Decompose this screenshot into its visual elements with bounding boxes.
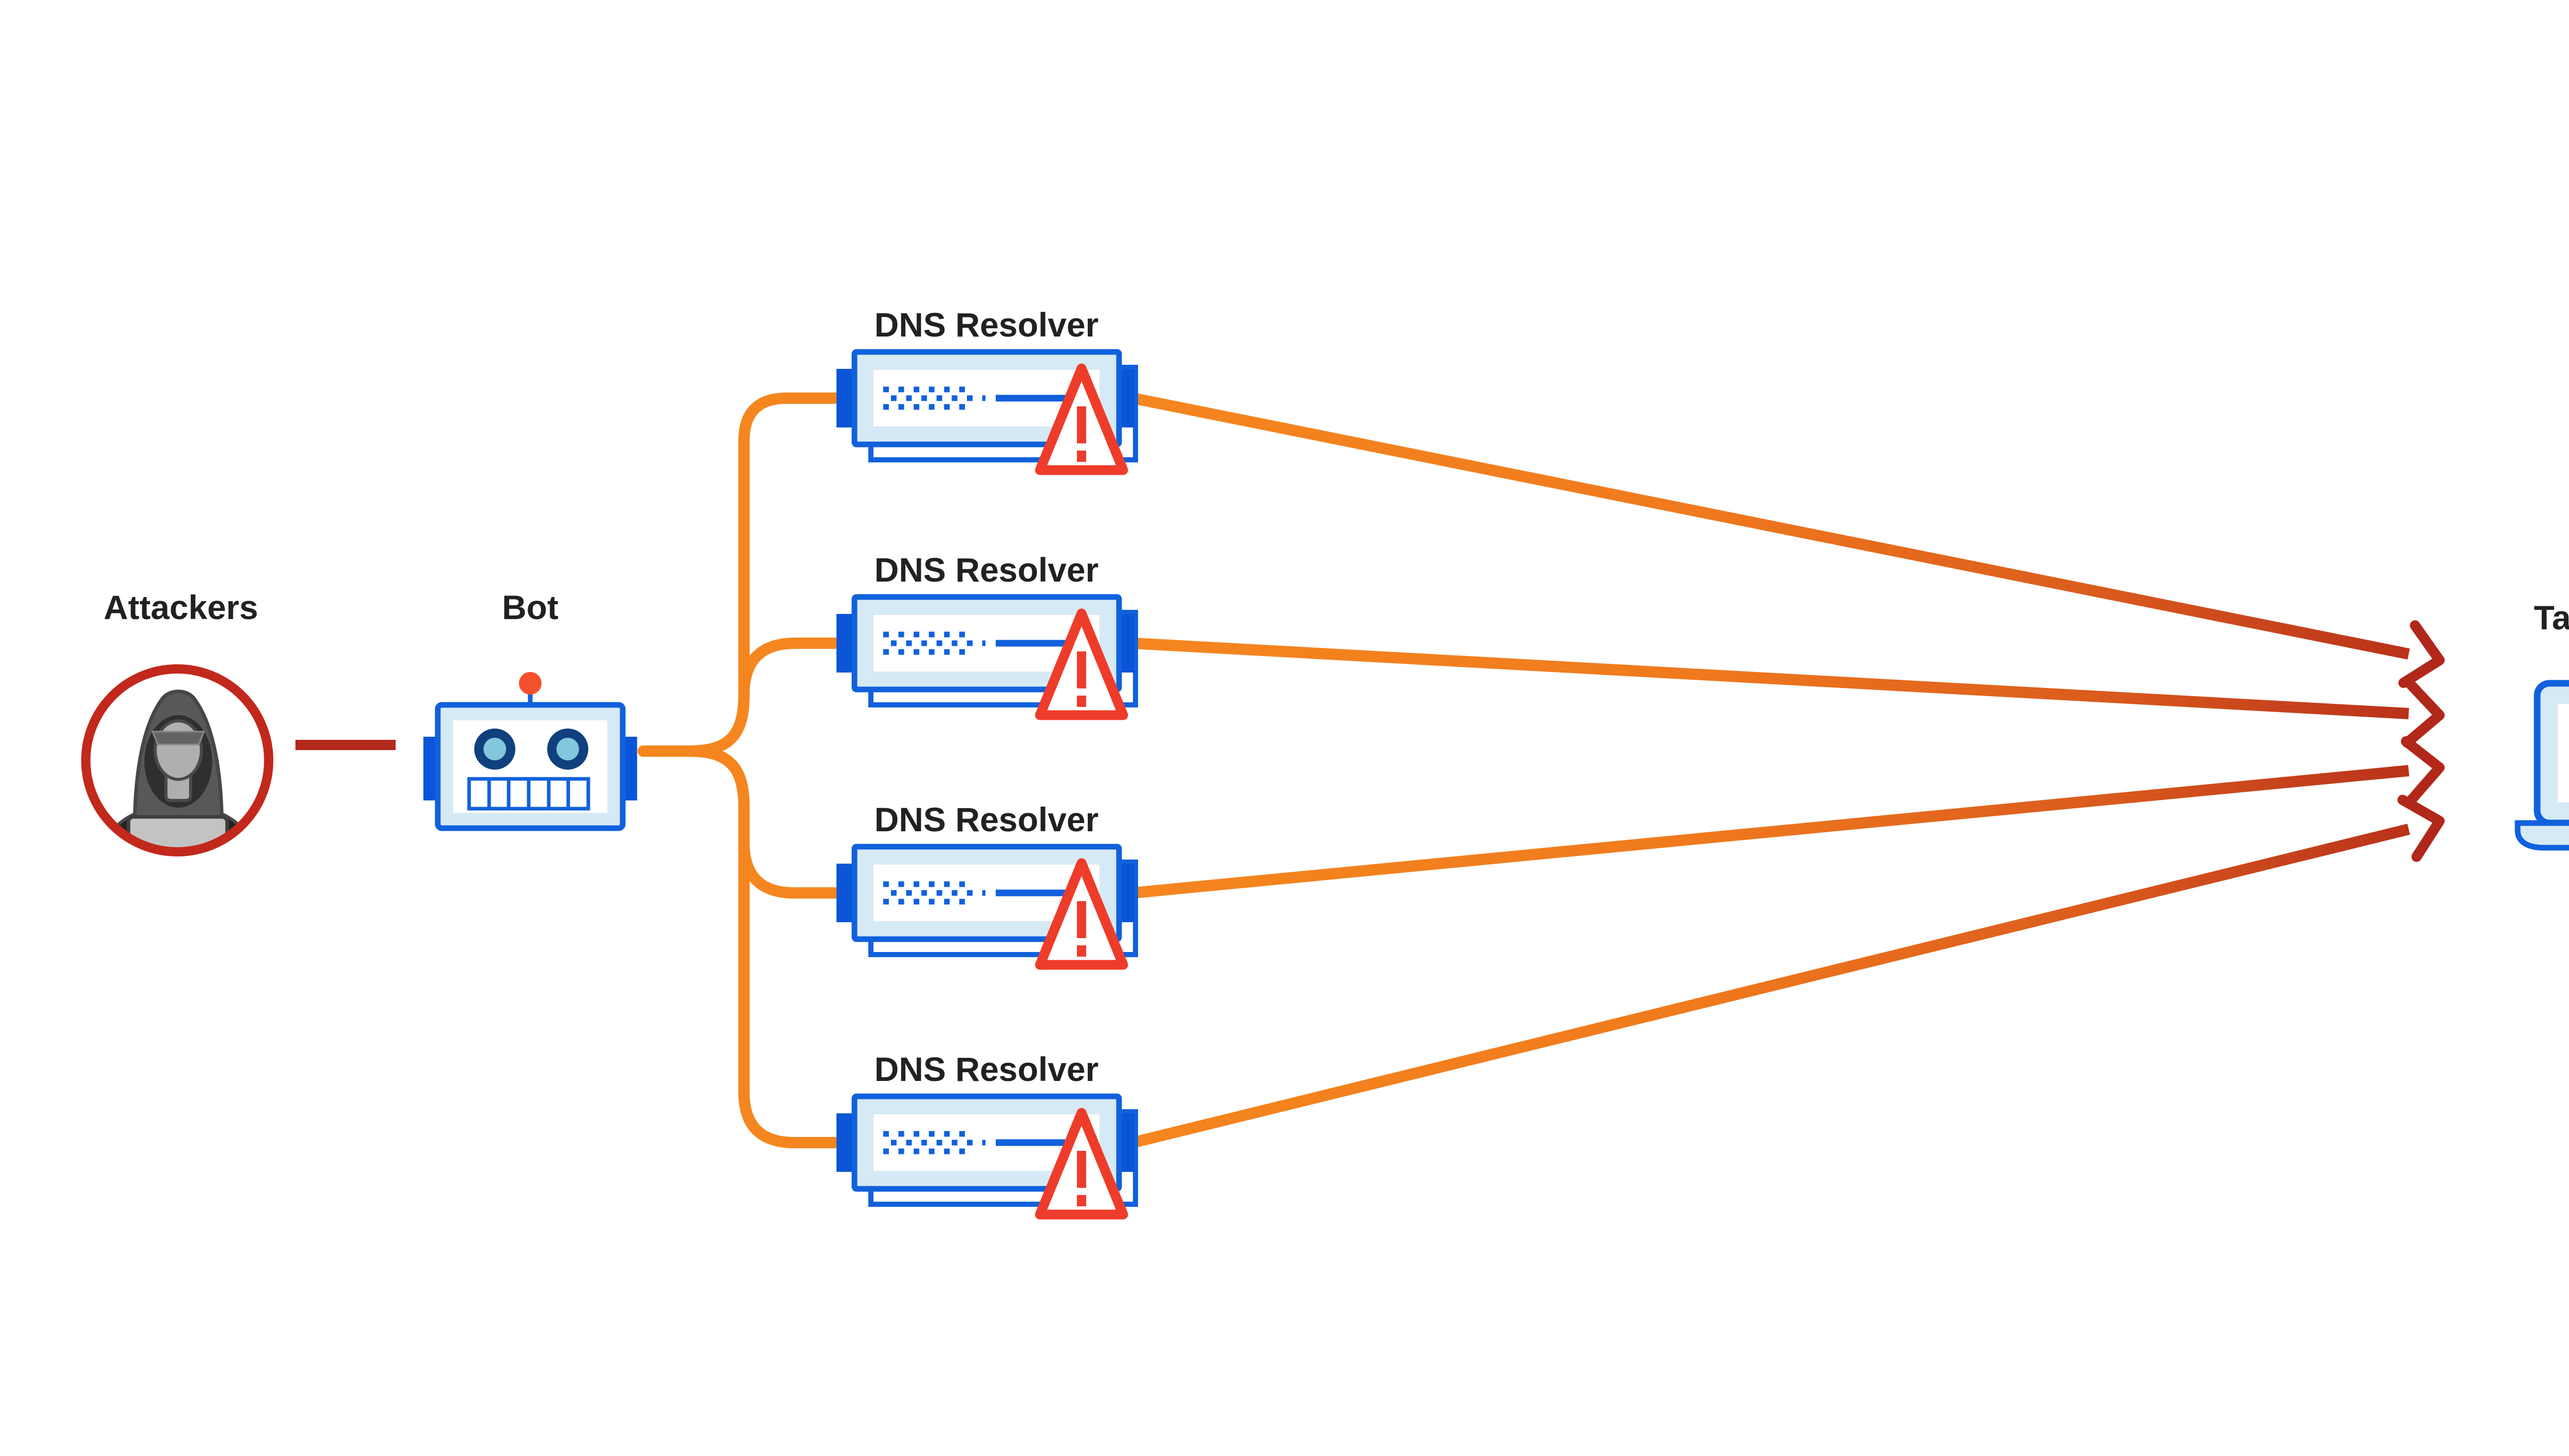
hacker-face (154, 719, 203, 781)
dns-resolver-label: DNS Resolver (874, 551, 1099, 589)
dns-resolver-node-2: DNS Resolver (836, 551, 1135, 715)
robot-icon (423, 672, 637, 831)
arrow-icon (2400, 736, 2445, 805)
arrow-icon (2402, 679, 2445, 748)
fork-branch-4 (638, 745, 844, 1148)
dns-resolver-label: DNS Resolver (874, 306, 1099, 344)
robot-left-iris (483, 738, 506, 760)
sunglasses (151, 731, 206, 745)
traffic-line-4 (1131, 824, 2410, 1148)
dns-resolver-node-1: DNS Resolver (836, 306, 1135, 470)
dns-resolver-node-4: DNS Resolver (836, 1050, 1135, 1215)
robot-mouth (467, 777, 590, 811)
victim-label: Targeted Victim (2534, 599, 2569, 637)
bot-to-resolvers-fork (638, 393, 844, 1148)
traffic-line-2 (1132, 638, 2409, 719)
dns-resolver-label: DNS Resolver (874, 1050, 1099, 1088)
bot-label: Bot (502, 588, 559, 626)
victim-node: Targeted Victim (2515, 599, 2569, 851)
dns-resolver-label: DNS Resolver (874, 800, 1099, 838)
laptop-base (2515, 820, 2569, 851)
traffic-line-1 (1131, 393, 2410, 660)
traffic-line-3 (1132, 765, 2410, 899)
fork-branch-2 (638, 638, 844, 757)
attackers-label: Attackers (104, 588, 258, 626)
arrowheads (2397, 620, 2445, 862)
dns-server-icon (836, 1096, 1135, 1215)
attackers-node: Attackers (81, 588, 273, 856)
hacker-laptop (126, 815, 229, 848)
arrow-icon (2398, 620, 2445, 688)
robot-antenna-ball (519, 672, 542, 695)
arrow-icon (2397, 794, 2445, 862)
laptop-display (2558, 704, 2569, 802)
dns-server-icon (836, 352, 1135, 470)
hooded-hacker-icon (93, 689, 264, 848)
attacker-ring (81, 664, 273, 856)
robot-right-iris (556, 738, 579, 760)
dns-resolver-node-3: DNS Resolver (836, 800, 1135, 965)
bot-node: Bot (423, 588, 637, 831)
laptop-user-icon (2515, 680, 2569, 851)
dns-server-icon (836, 847, 1135, 965)
amplified-traffic-lines (1131, 393, 2410, 1148)
dns-server-icon (836, 597, 1135, 715)
